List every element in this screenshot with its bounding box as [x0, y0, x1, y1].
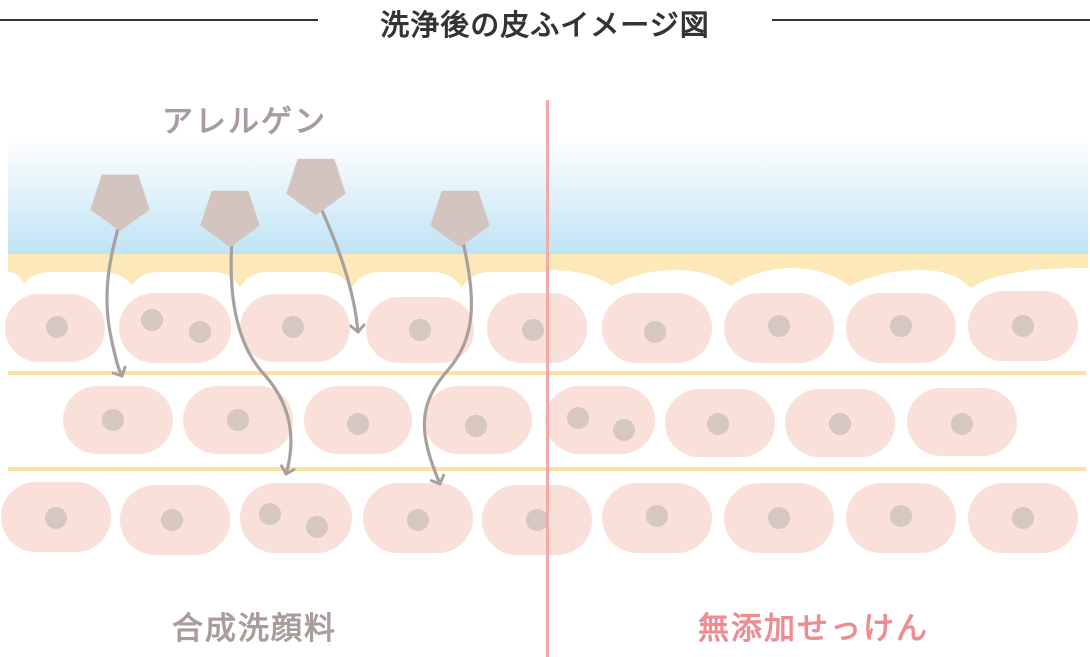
sebum-layer-right: [548, 254, 1088, 288]
penetration-arrow: [105, 220, 122, 378]
cell-nucleus: [46, 316, 68, 338]
cell-nucleus: [707, 413, 729, 435]
cell-nucleus: [45, 507, 67, 529]
allergen-arrows: [105, 204, 474, 486]
left-caption: 合成洗顔料: [172, 611, 337, 647]
skin-cell: [119, 293, 231, 363]
center-divider: [546, 100, 549, 657]
cell-nucleus: [161, 509, 183, 531]
skin-cell: [240, 483, 352, 553]
cell-nucleus: [951, 413, 973, 435]
allergen-particle: [430, 190, 490, 247]
cell-nucleus: [306, 516, 328, 538]
cell-nucleus: [890, 505, 912, 527]
allergen-particle: [90, 174, 150, 231]
cell-nucleus: [890, 315, 912, 337]
cell-nucleus: [409, 319, 431, 341]
allergen-particle: [286, 158, 346, 215]
cell-nucleus: [347, 413, 369, 435]
right-caption: 無添加せっけん: [698, 611, 929, 647]
cell-nucleus: [613, 419, 635, 441]
page-title: 洗浄後の皮ふイメージ図: [380, 8, 710, 42]
cell-nucleus: [141, 309, 163, 331]
title-row: 洗浄後の皮ふイメージ図: [0, 0, 1090, 42]
title-rule-right: [772, 19, 1090, 21]
cell-nucleus: [522, 319, 544, 341]
cell-nucleus: [644, 321, 666, 343]
cell-nucleus: [646, 505, 668, 527]
cell-nucleus: [189, 321, 211, 343]
penetration-arrow: [229, 238, 291, 476]
cell-nucleus: [102, 409, 124, 431]
cell-nucleus: [282, 316, 304, 338]
allergen-particle: [200, 190, 260, 247]
penetration-arrow: [422, 236, 474, 486]
cell-nucleus: [259, 503, 281, 525]
cell-nucleus: [567, 407, 589, 429]
penetration-arrow: [318, 204, 358, 334]
title-rule-left: [0, 19, 318, 21]
allergen-particles: [90, 158, 490, 247]
cell-nucleus: [227, 409, 249, 431]
cell-nuclei: [45, 309, 1034, 538]
cell-nucleus: [1012, 507, 1034, 529]
cell-nucleus: [829, 413, 851, 435]
cell-nucleus: [1012, 315, 1034, 337]
cell-nucleus: [768, 315, 790, 337]
sebum-layer-left: [8, 254, 548, 288]
cell-nucleus: [526, 509, 548, 531]
cell-nucleus: [465, 415, 487, 437]
cell-nucleus: [407, 509, 429, 531]
allergen-label: アレルゲン: [162, 104, 327, 140]
cell-nucleus: [768, 507, 790, 529]
skin-cell: [545, 386, 655, 454]
